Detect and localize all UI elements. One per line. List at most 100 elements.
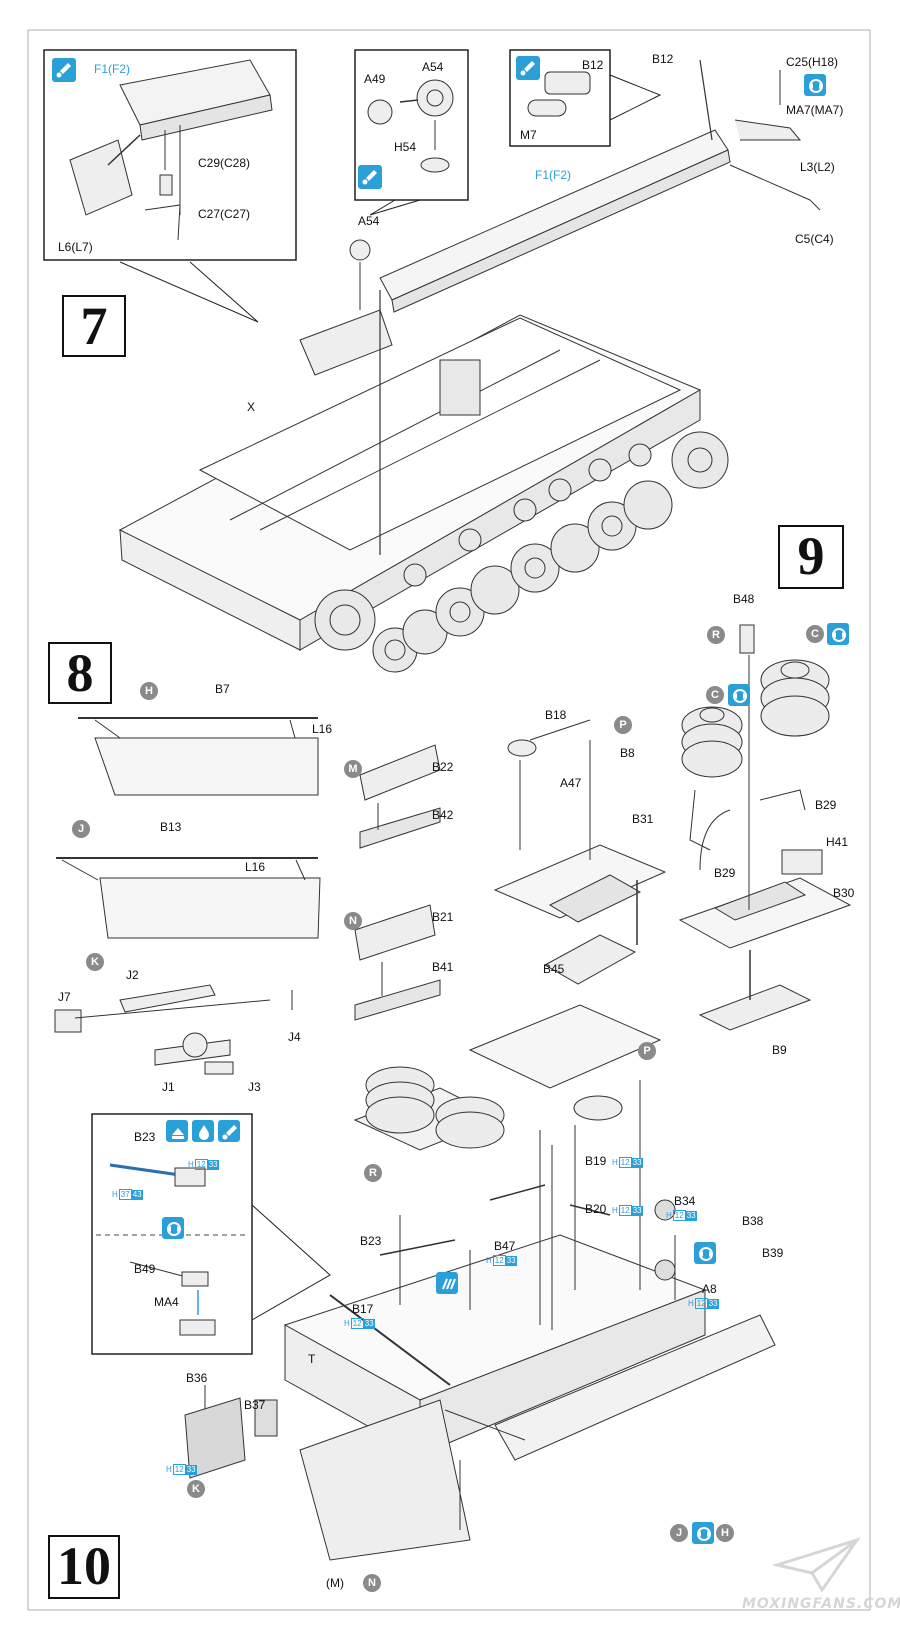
part-label-a8: A8: [702, 1282, 717, 1296]
part-label-b23: B23: [360, 1234, 382, 1248]
rotate-icon: [728, 684, 750, 706]
part-label-l16-b: L16: [245, 860, 266, 874]
part-label-c25: C25(H18): [786, 55, 839, 69]
inset-label-a54: A54: [422, 60, 444, 74]
part-label-b17: B17: [352, 1302, 374, 1316]
rotate-icon: [804, 74, 826, 96]
rotate-icon: [692, 1522, 714, 1544]
part-label-b13: B13: [160, 820, 182, 834]
part-label-b42: B42: [432, 808, 454, 822]
sprue-marker-p: P: [638, 1042, 656, 1060]
sprue-marker-m-optional: (M): [326, 1576, 344, 1590]
sprue-marker-k: K: [86, 953, 104, 971]
part-label-b47: B47: [494, 1239, 516, 1253]
step-number-9: 9: [778, 525, 844, 589]
inset-label-f1: F1(F2): [94, 62, 130, 76]
part-label-f1: F1(F2): [535, 168, 571, 182]
part-label-b8: B8: [620, 746, 635, 760]
part-label-b36: B36: [186, 1371, 208, 1385]
part-label-j4: J4: [288, 1030, 301, 1044]
part-label-t: T: [308, 1352, 316, 1366]
part-label-b38: B38: [742, 1214, 764, 1228]
part-label-b31: B31: [632, 812, 654, 826]
part-label-b29-b: B29: [714, 866, 736, 880]
part-label-a47: A47: [560, 776, 582, 790]
part-label-b7: B7: [215, 682, 230, 696]
sprue-marker-c: C: [806, 625, 824, 643]
watermark-text: MOXINGFANS.COM: [742, 1596, 900, 1612]
part-label-b19: B19: [585, 1154, 607, 1168]
part-label-b45: B45: [543, 962, 565, 976]
optional-icon: [436, 1272, 458, 1294]
part-label-b37: B37: [244, 1398, 266, 1412]
part-label-b39: B39: [762, 1246, 784, 1260]
part-label-b20: B20: [585, 1202, 607, 1216]
step-number-10: 10: [48, 1535, 120, 1599]
sprue-marker-n: N: [363, 1574, 381, 1592]
paint-brush-icon: [358, 165, 382, 189]
inset-label-l6: L6(L7): [58, 240, 93, 254]
inset-label-b49: B49: [134, 1262, 156, 1276]
rotate-icon: [162, 1217, 184, 1239]
glue-icon: [192, 1120, 214, 1142]
inset-label-b23: B23: [134, 1130, 156, 1144]
inset-label-m7: M7: [520, 128, 537, 142]
sprue-marker-j: J: [72, 820, 90, 838]
part-label-x: X: [247, 400, 256, 414]
part-label-j1: J1: [162, 1080, 175, 1094]
part-label-l3: L3(L2): [800, 160, 835, 174]
part-label-h41: H41: [826, 835, 849, 849]
part-label-b34: B34: [674, 1194, 696, 1208]
part-label-b9: B9: [772, 1043, 787, 1057]
part-label-b18: B18: [545, 708, 567, 722]
part-label-b12: B12: [652, 52, 674, 66]
inset-label-b12: B12: [582, 58, 604, 72]
inset-label-c27: C27(C27): [198, 207, 251, 221]
sprue-marker-m: M: [344, 760, 362, 778]
part-label-b48: B48: [733, 592, 755, 606]
inset-label-a49: A49: [364, 72, 386, 86]
part-label-b29-a: B29: [815, 798, 837, 812]
step-number-8: 8: [48, 642, 112, 704]
sprue-marker-h: H: [140, 682, 158, 700]
sprue-marker-c: C: [706, 686, 724, 704]
sprue-marker-h: H: [716, 1524, 734, 1542]
paper-plane-logo: [772, 1537, 861, 1593]
part-label-b21: B21: [432, 910, 454, 924]
part-label-j7: J7: [58, 990, 71, 1004]
sprue-marker-r: R: [707, 626, 725, 644]
part-label-a54: A54: [358, 214, 380, 228]
part-label-b41: B41: [432, 960, 454, 974]
part-label-b30: B30: [833, 886, 855, 900]
part-label-c5: C5(C4): [795, 232, 834, 246]
sprue-marker-r: R: [364, 1164, 382, 1182]
part-label-l16-a: L16: [312, 722, 333, 736]
part-label-j2: J2: [126, 968, 139, 982]
sprue-marker-p: P: [614, 716, 632, 734]
rotate-icon: [827, 623, 849, 645]
paint-brush-icon: [218, 1120, 240, 1142]
rotate-icon: [694, 1242, 716, 1264]
inset-label-ma4: MA4: [154, 1295, 179, 1309]
sprue-marker-j: J: [670, 1524, 688, 1542]
part-label-ma7: MA7(MA7): [786, 103, 844, 117]
inset-label-c29: C29(C28): [198, 156, 251, 170]
paint-brush-icon: [516, 56, 540, 80]
step-number-7: 7: [62, 295, 126, 357]
part-label-b22: B22: [432, 760, 454, 774]
dryfit-icon: [166, 1120, 188, 1142]
sprue-marker-n: N: [344, 912, 362, 930]
sprue-marker-k: K: [187, 1480, 205, 1498]
paint-brush-icon: [52, 58, 76, 82]
part-label-j3: J3: [248, 1080, 261, 1094]
